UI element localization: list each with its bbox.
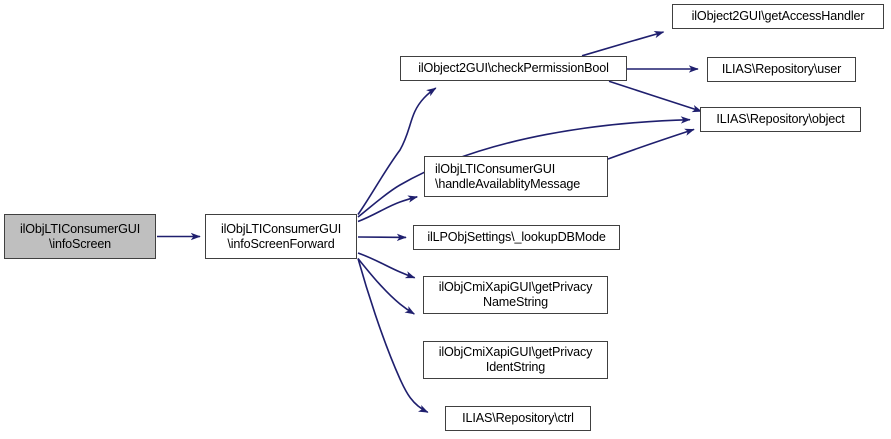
node-repository-object-label: ILIAS\Repository\object [716,112,845,126]
node-repository-object[interactable]: ILIAS\Repository\object [700,107,861,132]
node-getAccessHandler-label: ilObject2GUI\getAccessHandler [691,9,865,23]
edge-infoScreenForward-to-getPrivacyIdentString [357,257,415,315]
node-getPrivacyIdentString[interactable]: ilObjCmiXapiGUI\getPrivacy IdentString [423,341,608,379]
node-infoScreen-label: ilObjLTIConsumerGUI \infoScreen [19,221,141,251]
node-checkPermissionBool[interactable]: ilObject2GUI\checkPermissionBool [400,56,627,81]
node-repository-user-label: ILIAS\Repository\user [721,62,842,76]
edge-checkPermissionBool-to-getAccessHandler [581,30,665,57]
node-infoScreen[interactable]: ilObjLTIConsumerGUI \infoScreen [4,214,156,259]
edge-handleAvailablityMessage-to-repositoryObject [607,128,695,160]
node-handleAvailablityMessage[interactable]: ilObjLTIConsumerGUI \handleAvailablityMe… [424,156,608,197]
node-checkPermissionBool-label: ilObject2GUI\checkPermissionBool [418,61,609,75]
node-handleAvailablityMessage-label: ilObjLTIConsumerGUI \handleAvailablityMe… [435,161,581,191]
node-getPrivacyIdentString-label: ilObjCmiXapiGUI\getPrivacy IdentString [438,345,593,374]
node-lookupDBMode-label: ilLPObjSettings\_lookupDBMode [427,230,606,244]
edge-infoScreenForward-to-repositoryCtrl [357,258,429,414]
node-getPrivacyNameString[interactable]: ilObjCmiXapiGUI\getPrivacy NameString [423,276,608,314]
node-getPrivacyNameString-label: ilObjCmiXapiGUI\getPrivacy NameString [438,280,593,309]
edge-infoScreenForward-to-getPrivacyNameString [357,252,416,279]
edge-checkPermissionBool-to-repositoryObject [608,80,703,113]
node-infoScreenForward[interactable]: ilObjLTIConsumerGUI \infoScreenForward [205,214,357,259]
node-lookupDBMode[interactable]: ilLPObjSettings\_lookupDBMode [413,225,620,250]
node-getAccessHandler[interactable]: ilObject2GUI\getAccessHandler [672,4,884,29]
node-infoScreenForward-label: ilObjLTIConsumerGUI \infoScreenForward [220,221,342,251]
node-repository-user[interactable]: ILIAS\Repository\user [707,57,856,82]
node-repository-ctrl[interactable]: ILIAS\Repository\ctrl [445,406,591,431]
node-repository-ctrl-label: ILIAS\Repository\ctrl [462,411,574,425]
edge-infoScreenForward-to-handleAvailablityMessage [357,195,418,223]
